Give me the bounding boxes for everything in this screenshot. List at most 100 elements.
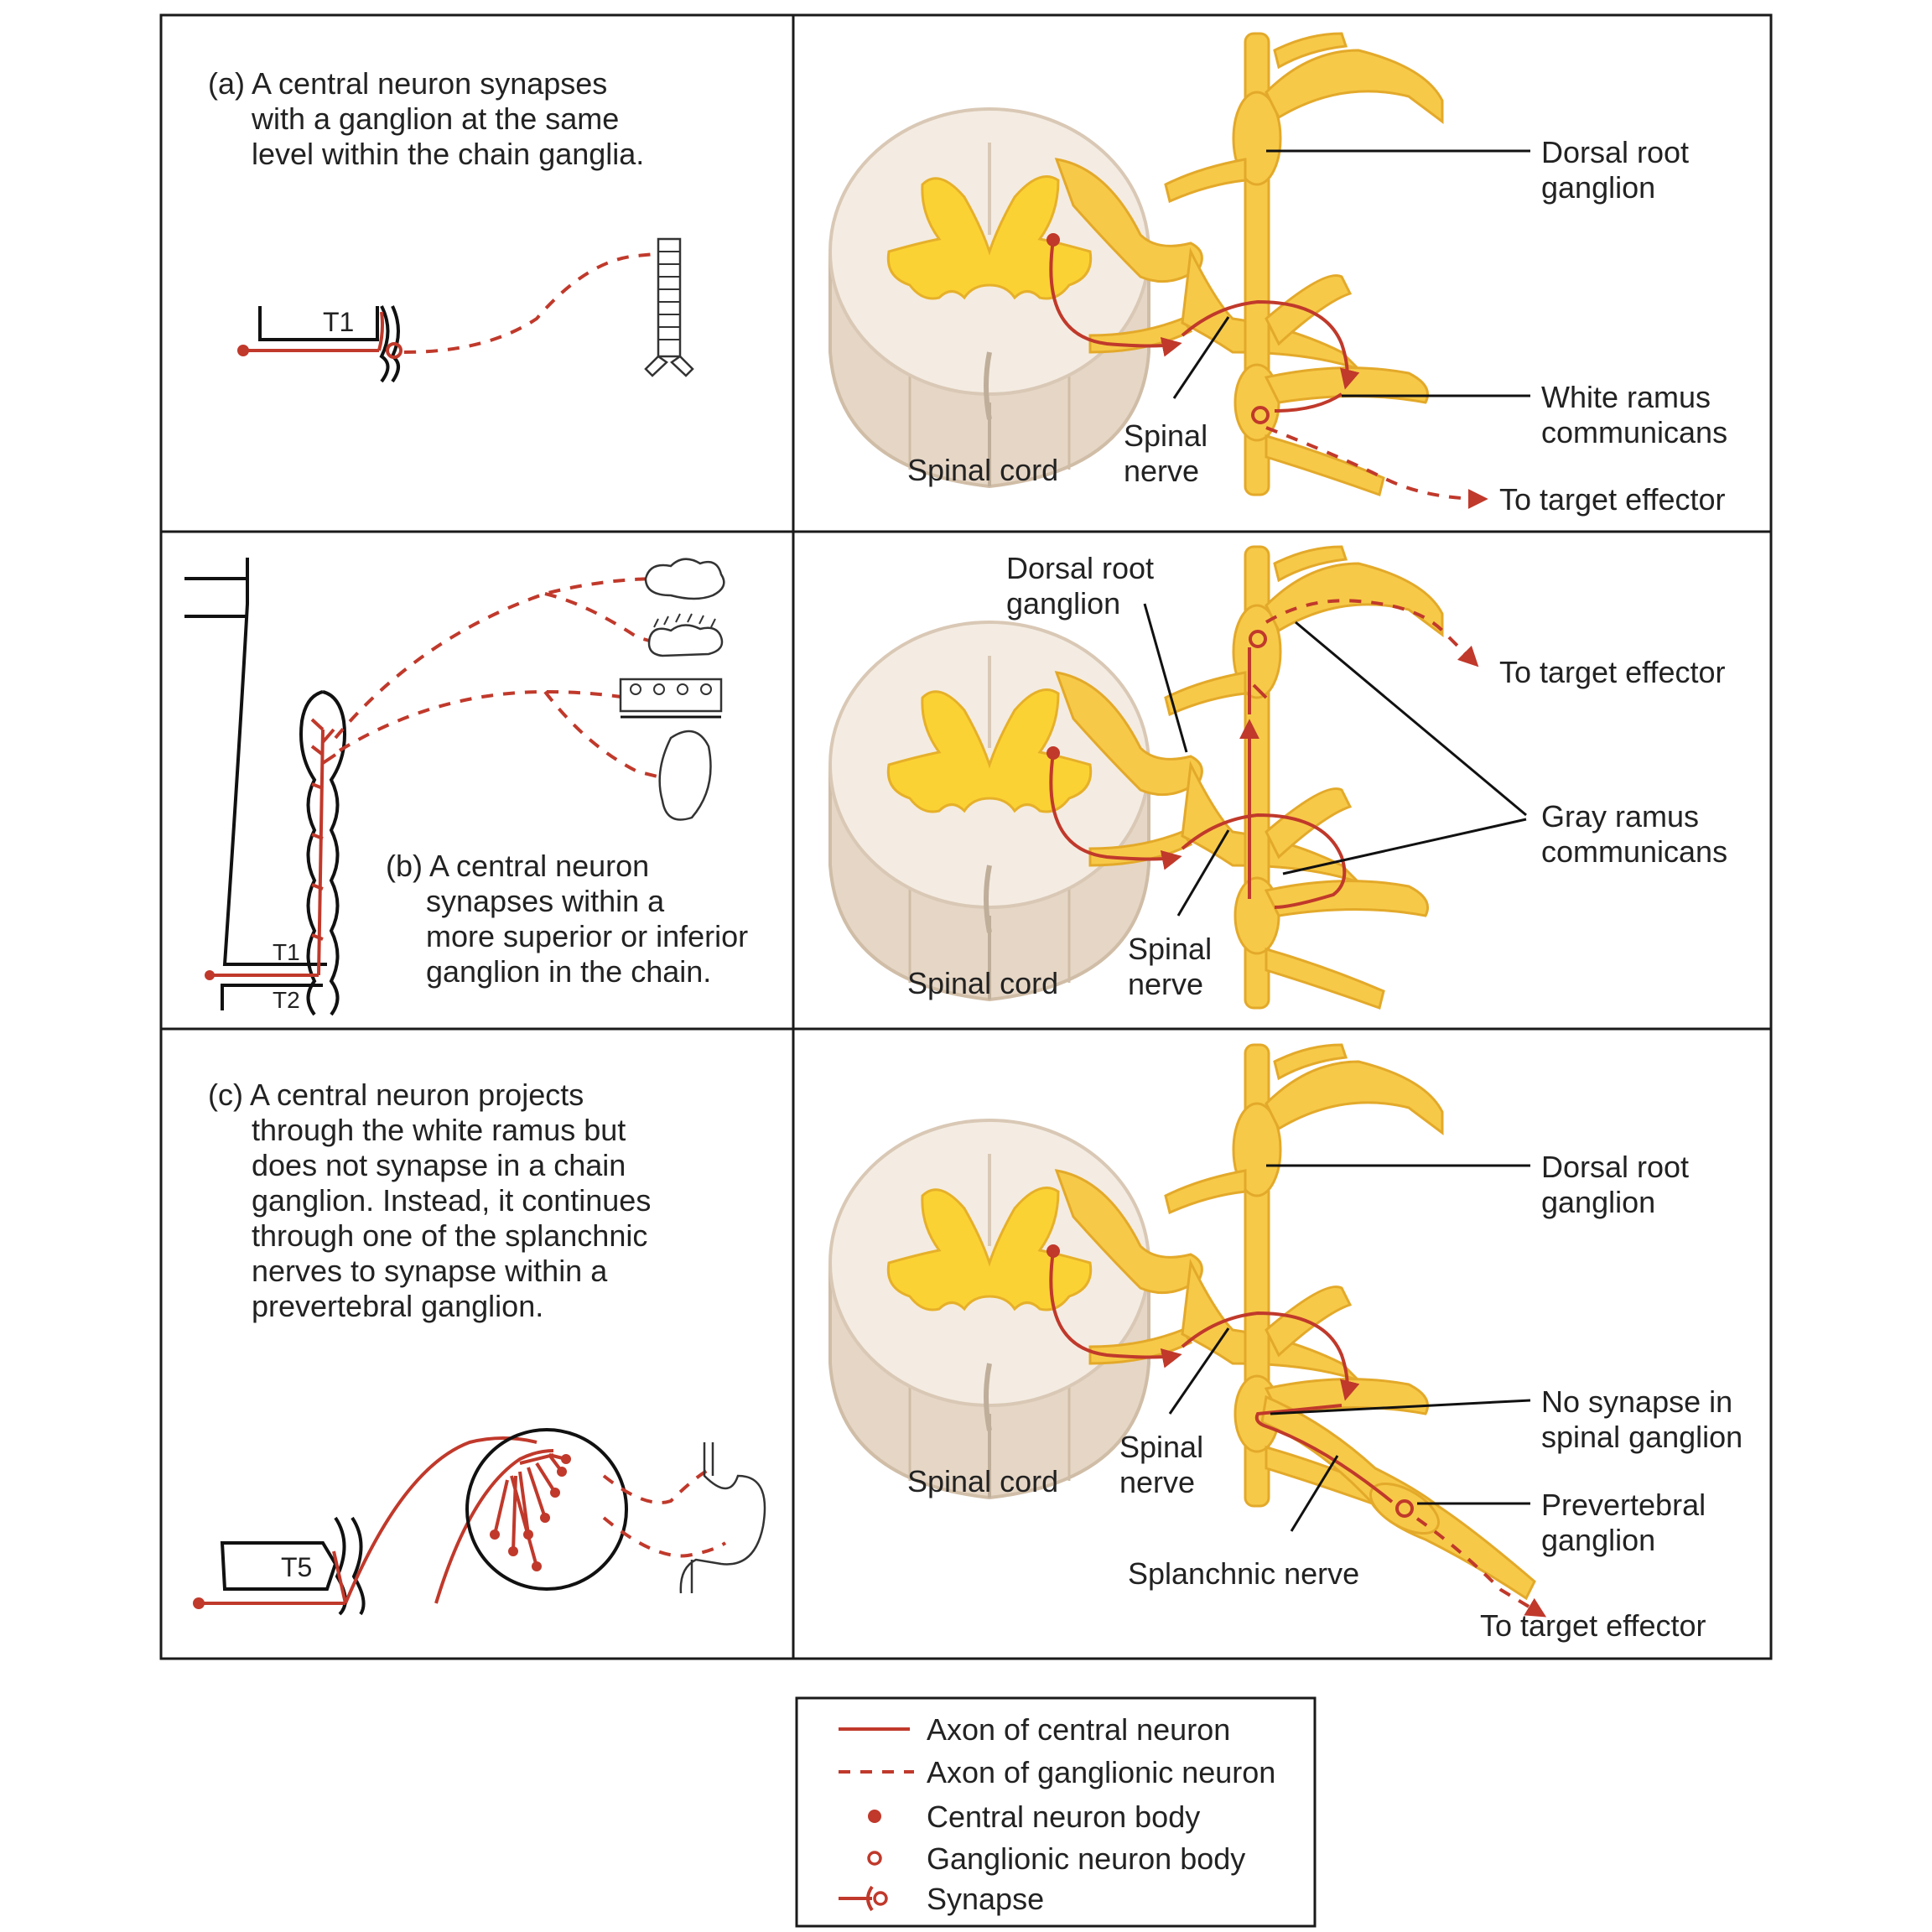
caption-c-line4: ganglion. Instead, it continues — [252, 1183, 651, 1218]
label-spinal-nerve-a-1: Spinal — [1124, 418, 1208, 453]
label-prevertebral-1: Prevertebral — [1541, 1488, 1706, 1522]
trachea-icon — [644, 237, 694, 377]
gland-tissue-icon — [647, 613, 724, 657]
ganglionic-axon-b3 — [338, 689, 655, 752]
label-drg-a-2: ganglion — [1541, 170, 1655, 205]
legend-item-central-body: Central neuron body — [868, 1800, 1200, 1834]
chain-outline-c — [334, 1516, 366, 1616]
t1-segment-outline — [258, 306, 379, 341]
chain-outline-b — [299, 690, 346, 1016]
synapse-cluster-c — [490, 1453, 571, 1571]
label-drg-c-2: ganglion — [1541, 1185, 1655, 1219]
central-axon-loop-b — [1181, 813, 1347, 909]
caption-b-line2: synapses within a — [426, 884, 665, 918]
caption-b-line3: more superior or inferior — [426, 919, 748, 953]
label-drg-b-2: ganglion — [1006, 586, 1120, 621]
collateral-branches-b — [311, 782, 324, 941]
legend-item-axon-central: Axon of central neuron — [839, 1712, 1230, 1747]
label-spinal-cord-a: Spinal cord — [907, 453, 1058, 487]
synapse-b — [1249, 630, 1267, 648]
t2-label: T2 — [273, 987, 300, 1013]
label-spinal-cord-c: Spinal cord — [907, 1464, 1058, 1498]
caption-a-line3: level within the chain ganglia. — [252, 137, 644, 171]
spinal-cord-b — [830, 622, 1149, 1000]
label-drg-a-1: Dorsal root — [1541, 135, 1689, 169]
caption-c-line1: (c) A central neuron projects — [208, 1078, 584, 1112]
ganglionic-axon-a — [403, 252, 663, 354]
axon-branch-c — [332, 1550, 347, 1604]
central-axon-splanchnic-c — [1254, 1404, 1394, 1504]
axon-chain-b — [317, 729, 325, 976]
synapse-cluster-b — [310, 718, 337, 765]
label-white-ramus-1: White ramus — [1541, 380, 1711, 414]
label-drg-b-1: Dorsal root — [1006, 551, 1154, 585]
prevertebral-ganglion-circle — [465, 1428, 628, 1591]
label-prevertebral-2: ganglion — [1541, 1523, 1655, 1557]
legend-label-axon-central: Axon of central neuron — [927, 1712, 1230, 1747]
label-target-c: To target effector — [1480, 1608, 1706, 1643]
central-axon-white-ramus-a — [1181, 299, 1360, 390]
label-gray-ramus-1: Gray ramus — [1541, 799, 1699, 834]
synapse-a — [1251, 406, 1270, 424]
label-drg-c-1: Dorsal root — [1541, 1150, 1689, 1184]
central-axon-white-ramus-c — [1181, 1311, 1360, 1401]
chain-outline-a — [379, 305, 390, 383]
ganglionic-axon-b1 — [334, 577, 663, 740]
label-spinal-nerve-c-2: nerve — [1119, 1465, 1195, 1499]
ganglionic-axon-b4 — [543, 690, 672, 782]
t1-label-b: T1 — [273, 939, 300, 965]
label-spinal-nerve-a-2: nerve — [1124, 454, 1199, 488]
t1-label: T1 — [323, 307, 354, 337]
ganglionic-axon-a-right — [1265, 426, 1488, 509]
spinal-cord-c — [830, 1120, 1149, 1498]
legend: Axon of central neuron Axon of ganglioni… — [795, 1696, 1317, 1928]
ganglionic-axon-c1 — [602, 1466, 714, 1504]
label-white-ramus-2: communicans — [1541, 415, 1727, 449]
organ-icon-b4 — [658, 730, 712, 821]
legend-item-axon-ganglionic: Axon of ganglionic neuron — [839, 1755, 1275, 1789]
panel-b-left: T1 T2 (b) A — [184, 558, 748, 1016]
caption-c-line6: nerves to synapse within a — [252, 1254, 608, 1288]
synapse-c — [1395, 1499, 1414, 1518]
t5-label: T5 — [281, 1552, 312, 1582]
panel-a-left: (a) A central neuron synapses with a gan… — [208, 66, 694, 383]
legend-item-ganglionic-body: Ganglionic neuron body — [867, 1841, 1245, 1876]
axon-branch-a — [377, 311, 384, 351]
legend-label-ganglionic-body: Ganglionic neuron body — [927, 1841, 1245, 1876]
legend-filled-dot-icon — [868, 1810, 881, 1823]
label-no-synapse-1: No synapse in — [1541, 1384, 1732, 1419]
panel-frames — [159, 13, 1773, 1660]
ganglionic-body-a — [386, 342, 402, 359]
legend-label-synapse: Synapse — [927, 1882, 1044, 1916]
label-no-synapse-2: spinal ganglion — [1541, 1420, 1742, 1454]
axon-return-a — [1274, 392, 1343, 413]
label-spinal-nerve-b-1: Spinal — [1128, 932, 1212, 966]
legend-open-circle-icon — [867, 1851, 882, 1866]
body-wall-outline-b — [184, 558, 327, 966]
label-spinal-nerve-c-1: Spinal — [1119, 1430, 1203, 1464]
central-axon-a-right — [1049, 239, 1182, 357]
caption-c-line2: through the white ramus but — [252, 1113, 626, 1147]
caption-a-line2: with a ganglion at the same — [251, 101, 619, 136]
label-target-b: To target effector — [1499, 655, 1726, 689]
legend-label-axon-ganglionic: Axon of ganglionic neuron — [927, 1755, 1275, 1789]
stomach-icon — [679, 1442, 766, 1594]
central-axon-c-right — [1049, 1250, 1182, 1368]
legend-synapse-icon — [839, 1885, 888, 1912]
caption-c-line3: does not synapse in a chain — [252, 1148, 626, 1182]
panel-a-right: Dorsal root ganglion White ramus communi… — [830, 32, 1727, 517]
panel-b-right: Dorsal root ganglion To target effector … — [830, 545, 1727, 1010]
ganglionic-axon-b-right — [1265, 599, 1479, 667]
central-axon-b-right — [1049, 752, 1182, 870]
caption-a-line1: (a) A central neuron synapses — [208, 66, 607, 101]
splanchnic-axon-c2 — [434, 1449, 554, 1604]
legend-label-central-body: Central neuron body — [927, 1800, 1200, 1834]
caption-b-line1: (b) A central neuron — [386, 849, 649, 883]
central-neuron-body-a — [237, 345, 249, 356]
legend-item-synapse: Synapse — [839, 1882, 1044, 1916]
label-spinal-nerve-b-2: nerve — [1128, 967, 1203, 1001]
caption-b-line4: ganglion in the chain. — [426, 954, 711, 989]
caption-c-line7: prevertebral ganglion. — [252, 1289, 543, 1323]
t5-segment-outline — [220, 1541, 338, 1591]
